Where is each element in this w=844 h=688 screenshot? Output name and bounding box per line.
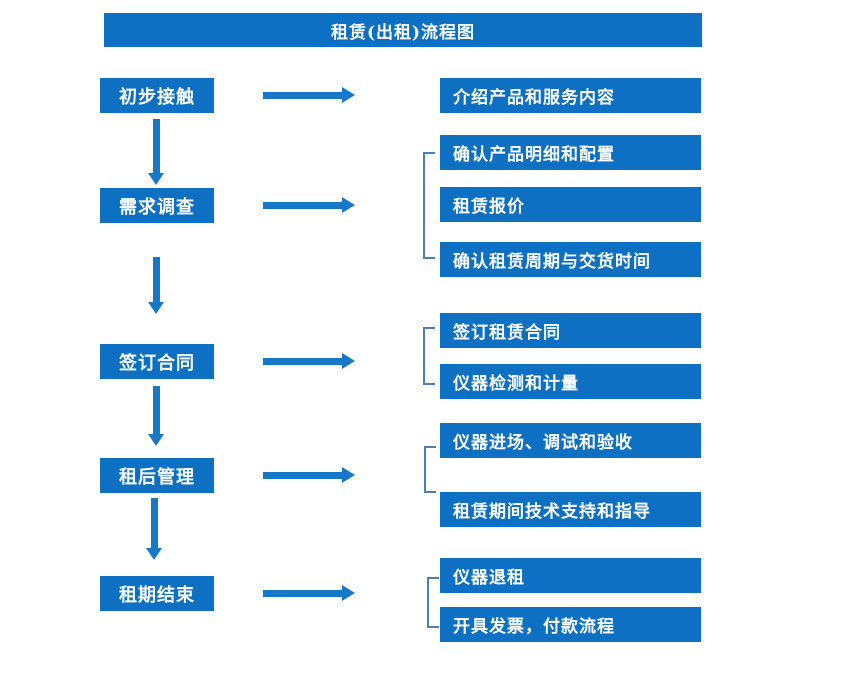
step-box-sign-contract: 签订合同 xyxy=(100,344,214,379)
detail-box-3: 租赁报价 xyxy=(440,187,701,222)
down-arrow-1 xyxy=(148,119,164,185)
step-box-post-rental-management: 租后管理 xyxy=(100,458,214,493)
detail-box-7: 仪器进场、调试和验收 xyxy=(440,423,701,458)
down-arrow-2 xyxy=(148,257,164,314)
step-box-demand-survey: 需求调查 xyxy=(100,188,214,223)
detail-box-6: 仪器检测和计量 xyxy=(440,364,701,399)
group-bracket-3 xyxy=(424,446,436,493)
step-box-lease-end: 租期结束 xyxy=(100,576,214,611)
down-arrow-3 xyxy=(148,386,164,446)
step-box-initial-contact: 初步接触 xyxy=(100,78,214,113)
detail-box-9: 仪器退租 xyxy=(440,558,701,593)
detail-box-4: 确认租赁周期与交货时间 xyxy=(440,242,701,277)
group-bracket-1 xyxy=(423,152,435,259)
page-title: 租赁(出租)流程图 xyxy=(330,22,476,43)
group-bracket-4 xyxy=(427,577,439,628)
right-arrow-5 xyxy=(263,585,355,601)
right-arrow-4 xyxy=(263,467,355,483)
detail-box-5: 签订租赁合同 xyxy=(440,313,701,348)
right-arrow-2 xyxy=(263,197,355,213)
right-arrow-1 xyxy=(263,87,355,103)
detail-box-8: 租赁期间技术支持和指导 xyxy=(440,492,701,527)
detail-box-2: 确认产品明细和配置 xyxy=(440,135,701,170)
group-bracket-2 xyxy=(423,327,435,385)
detail-box-10: 开具发票，付款流程 xyxy=(440,607,701,642)
detail-box-1: 介绍产品和服务内容 xyxy=(440,78,701,113)
title-bar: 租赁(出租)流程图 xyxy=(104,13,702,47)
down-arrow-4 xyxy=(146,498,162,560)
right-arrow-3 xyxy=(263,353,355,369)
